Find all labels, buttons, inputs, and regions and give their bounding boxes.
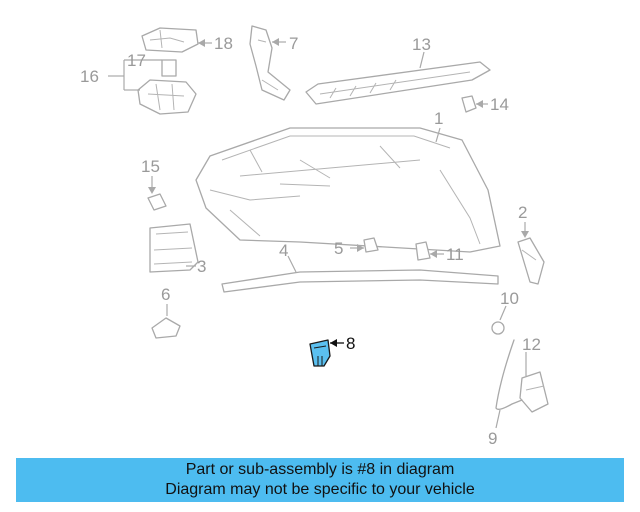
parts-diagram: 18 17 16 7 13 14 1 15 [80,25,549,448]
callout-12: 12 [522,335,541,354]
callout-3: 3 [197,257,206,276]
part-17-bolt[interactable] [161,59,177,77]
part-14-clip[interactable] [461,95,477,113]
part-9-cable[interactable] [495,339,523,410]
callout-6: 6 [161,285,170,304]
callout-18: 18 [214,34,233,53]
part-16-latch[interactable] [137,79,197,115]
part-11-stop[interactable] [415,241,431,261]
callout-11: 11 [446,245,464,264]
callout-17: 17 [127,51,146,70]
part-3-panel[interactable] [149,223,199,273]
callout-7: 7 [289,34,298,53]
part-7-hinge[interactable] [249,25,291,101]
info-banner: Part or sub-assembly is #8 in diagram Di… [16,458,624,502]
part-6-mount[interactable] [151,317,181,339]
callout-4: 4 [279,241,288,260]
callout-10: 10 [500,289,519,308]
callout-8: 8 [346,334,355,353]
part-10-grommet[interactable] [491,321,505,335]
callout-1: 1 [434,109,443,128]
part-5-plug[interactable] [363,237,379,253]
callout-13: 13 [412,35,431,54]
callout-14: 14 [490,95,509,114]
part-15-bumper[interactable] [147,193,167,211]
part-13-spoiler[interactable] [305,61,491,105]
callout-16: 16 [80,67,99,86]
part-4-weatherstrip[interactable] [221,269,499,293]
banner-line-2: Diagram may not be specific to your vehi… [165,481,475,498]
part-12-latch[interactable] [519,371,549,413]
part-18-bracket[interactable] [141,27,199,53]
part-8-highlighted[interactable] [309,339,331,367]
part-2-striker[interactable] [517,237,545,285]
banner-line-1: Part or sub-assembly is #8 in diagram [185,461,455,478]
part-1-trunk-lid[interactable] [195,127,501,253]
callout-15: 15 [141,157,160,176]
callout-5: 5 [334,239,343,258]
callout-9: 9 [488,429,497,448]
callout-2: 2 [518,203,527,222]
